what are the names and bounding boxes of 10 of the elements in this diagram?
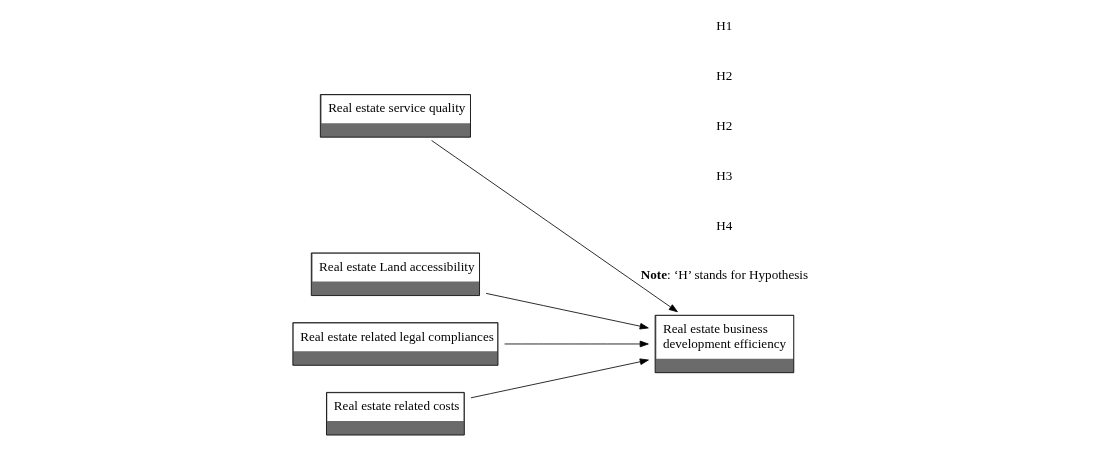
- arrow: [485, 292, 649, 330]
- label: H1: [715, 17, 732, 33]
- arrow: [503, 340, 649, 348]
- label: H4: [715, 217, 732, 233]
- arrow: [470, 358, 649, 399]
- label: H3: [715, 167, 732, 183]
- label: H2: [715, 67, 732, 83]
- label: H2: [715, 117, 732, 133]
- arrow: [430, 140, 678, 313]
- label: Note: ‘H’ stands for Hypothesis: [640, 266, 808, 282]
